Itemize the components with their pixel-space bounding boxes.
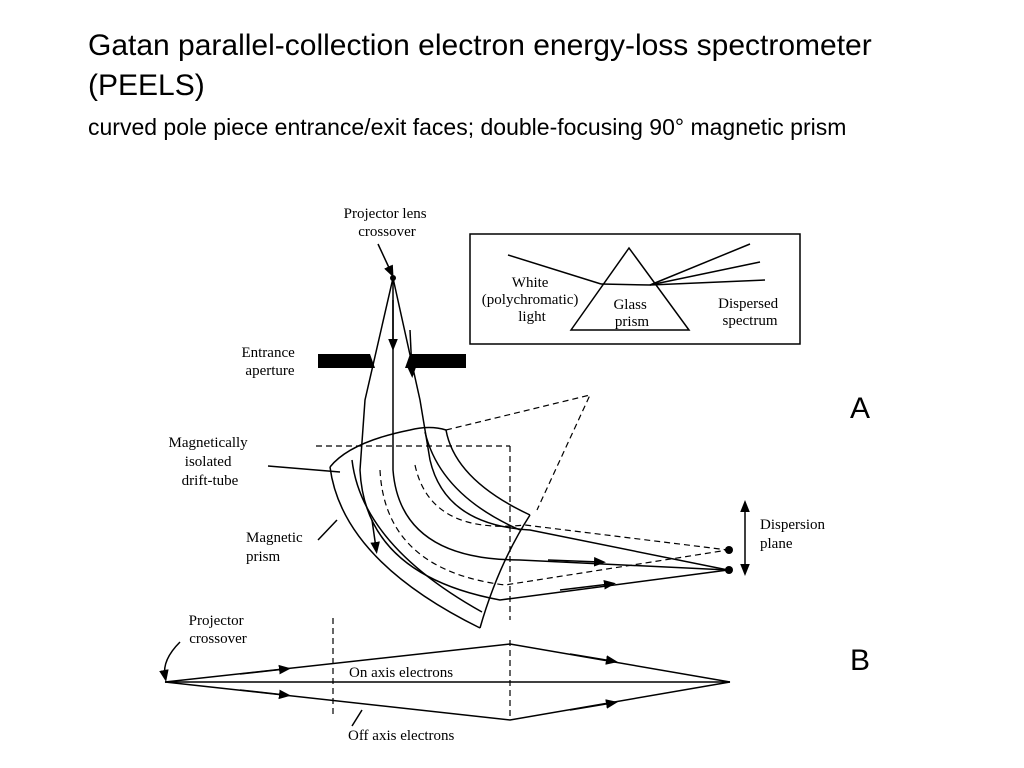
inset-frame — [469, 233, 801, 345]
title-block: Gatan parallel-collection electron energ… — [88, 26, 988, 146]
white-light-label: White (polychromatic) light — [482, 275, 582, 325]
trajectory-dashed-2 — [414, 464, 729, 551]
glass-prism-label: Glass prism — [613, 297, 650, 330]
off-axis-pointer — [351, 709, 363, 727]
prism-inset: White (polychromatic) light Glass prism … — [469, 233, 801, 345]
aperture-right-blade — [405, 354, 466, 368]
upper-ray-arrow-1 — [239, 664, 291, 675]
trajectory-arrow-3 — [370, 519, 380, 554]
projector-crossover-pointer — [159, 641, 181, 682]
dispersed-ray-1 — [649, 243, 751, 286]
trajectory-arrow-1 — [547, 556, 606, 567]
beam-arrow-2 — [406, 329, 417, 378]
internal-ray — [600, 283, 651, 286]
entrance-aperture-label: Entrance aperture — [241, 345, 298, 379]
trajectory-center — [392, 469, 729, 571]
magnetic-prism-pointer — [317, 519, 338, 541]
focus-point-upper — [725, 546, 733, 554]
page-subtitle: curved pole piece entrance/exit faces; d… — [88, 114, 847, 140]
prism-outer-edge — [329, 466, 481, 629]
panel-b-label: B — [850, 644, 870, 677]
pole-face-outline — [445, 394, 592, 511]
focus-point-lower — [725, 566, 733, 574]
panel-a-label: A — [850, 392, 870, 425]
lower-ray — [164, 681, 731, 721]
prism-entrance-face — [329, 426, 447, 468]
projector-lens-crossover-label: Projector lens crossover — [344, 206, 431, 240]
page-title: Gatan parallel-collection electron energ… — [88, 29, 872, 102]
drift-tube-outer-wall — [351, 459, 483, 613]
upper-ray-arrow-2 — [569, 653, 618, 665]
dispersed-ray-2 — [649, 261, 761, 286]
trajectory-inner — [429, 459, 729, 571]
prism-exit-face — [479, 514, 531, 629]
aperture-left-blade — [318, 354, 375, 368]
magnetic-prism-label: Magnetic prism — [246, 530, 306, 565]
drift-tube-label: Magnetically isolated drift-tube — [169, 435, 252, 489]
panel-a-diagram: Projector lens crossover Entrance apertu… — [169, 206, 870, 629]
projector-crossover-label: Projector crossover — [189, 613, 248, 647]
white-light-ray — [507, 254, 602, 285]
trajectory-arrow-2 — [559, 579, 616, 591]
dispersed-spectrum-label: Dispersed spectrum — [718, 296, 782, 329]
dispersed-ray-3 — [649, 279, 766, 286]
panel-b-diagram: Projector crossover On axis electrons Of… — [159, 613, 870, 744]
trajectory-dashed-1 — [379, 469, 729, 586]
lower-ray-arrow-1 — [239, 689, 291, 700]
glass-prism-triangle — [569, 246, 691, 331]
lower-ray-arrow-2 — [569, 699, 618, 711]
beam-ray-left — [359, 277, 394, 471]
drift-tube-inner-wall — [424, 431, 521, 531]
drift-tube-pointer — [267, 465, 341, 473]
on-axis-label: On axis electrons — [349, 665, 453, 681]
trajectory-outer — [359, 469, 729, 601]
crossover-pointer — [377, 243, 394, 278]
off-axis-label: Off axis electrons — [348, 728, 455, 744]
dispersion-plane-label: Dispersion plane — [760, 517, 829, 552]
prism-inner-edge — [445, 429, 531, 516]
